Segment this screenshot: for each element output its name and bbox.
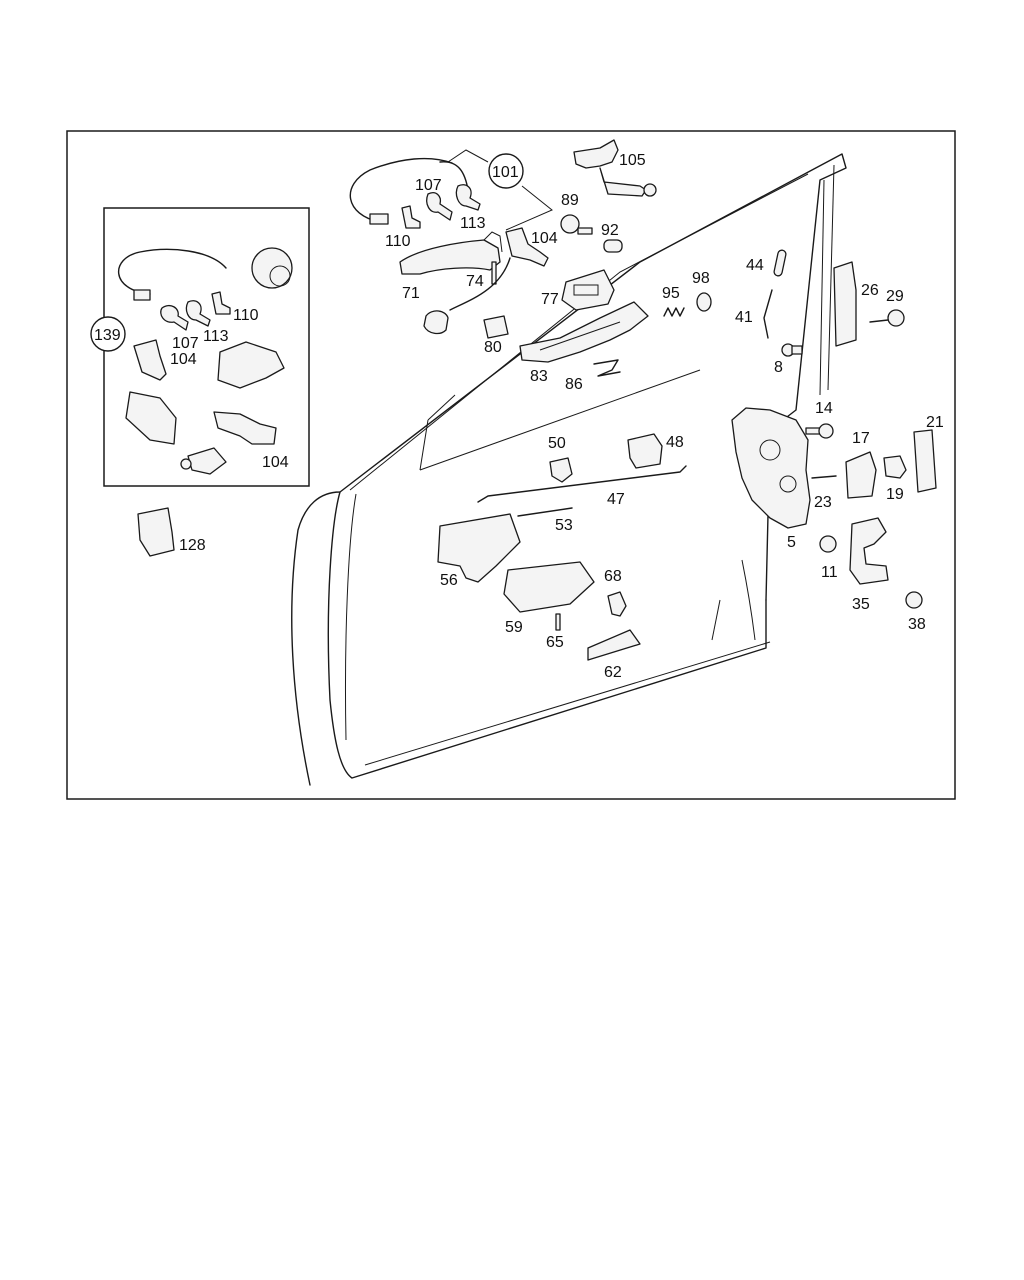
callout-48: 48 xyxy=(666,434,684,451)
callout-11: 11 xyxy=(821,564,838,581)
part-29-screw xyxy=(869,309,905,327)
callout-68: 68 xyxy=(604,568,622,585)
callout-38: 38 xyxy=(908,616,926,633)
callout-65: 65 xyxy=(546,634,564,651)
part-47-rod xyxy=(477,465,687,503)
callout-89: 89 xyxy=(561,192,579,209)
part-62-trim xyxy=(587,629,641,661)
callout-113: 113 xyxy=(460,215,486,232)
callout-101: 101 xyxy=(492,164,519,181)
callout-47: 47 xyxy=(607,491,625,508)
callout-group-101 xyxy=(447,149,553,231)
callout-labels: 101 105 107 113 110 104 71 74 89 92 77 8… xyxy=(94,152,944,681)
callout-104-kit-b: 104 xyxy=(262,454,289,471)
callout-44: 44 xyxy=(746,257,764,274)
callout-53: 53 xyxy=(555,517,573,534)
callout-14: 14 xyxy=(815,400,833,417)
part-59-handle xyxy=(503,561,595,613)
part-38-screw xyxy=(905,591,923,609)
callout-59: 59 xyxy=(505,619,523,636)
callout-26: 26 xyxy=(861,282,879,299)
part-65-pin xyxy=(555,613,561,631)
callout-110: 110 xyxy=(385,233,411,250)
part-21-plate xyxy=(913,429,937,493)
part-89-screw xyxy=(560,214,593,235)
kit-139-parts xyxy=(117,247,293,475)
callout-107: 107 xyxy=(415,177,442,194)
part-95-spring xyxy=(663,307,685,317)
part-5-lock xyxy=(731,407,811,529)
part-44-knob xyxy=(773,249,787,277)
part-92-bushing xyxy=(603,239,623,253)
part-98-grommet xyxy=(696,292,712,312)
callout-77: 77 xyxy=(541,291,559,308)
part-17-striker xyxy=(845,451,907,499)
part-128-plate xyxy=(137,507,175,557)
part-41-rod xyxy=(763,289,773,339)
part-23-screw xyxy=(811,475,837,479)
part-11-screw xyxy=(819,535,837,553)
callout-71: 71 xyxy=(402,285,420,302)
callout-110-kit: 110 xyxy=(233,307,259,324)
callout-50: 50 xyxy=(548,435,566,452)
part-50-clip xyxy=(549,457,573,483)
callout-5: 5 xyxy=(787,534,796,551)
callout-95: 95 xyxy=(662,285,680,302)
callout-circle-139 xyxy=(90,316,126,352)
callout-74: 74 xyxy=(466,273,484,290)
callout-21: 21 xyxy=(926,414,944,431)
callout-56: 56 xyxy=(440,572,458,589)
part-105-bracket xyxy=(573,139,657,197)
callout-8: 8 xyxy=(774,359,783,376)
door-shell xyxy=(291,153,847,786)
part-35-cover xyxy=(849,517,889,585)
callout-128: 128 xyxy=(179,537,206,554)
callout-104: 104 xyxy=(531,230,558,247)
callout-19: 19 xyxy=(886,486,904,503)
part-48-bracket xyxy=(627,433,663,469)
callout-139: 139 xyxy=(94,327,121,344)
part-56-housing xyxy=(437,513,521,583)
callout-107-kit: 107 xyxy=(172,335,199,352)
callout-105: 105 xyxy=(619,152,646,169)
part-86-spring xyxy=(593,359,621,377)
callout-29: 29 xyxy=(886,288,904,305)
part-104-cylinder xyxy=(423,227,549,335)
callout-86: 86 xyxy=(565,376,583,393)
diagram-frame xyxy=(66,130,956,800)
part-26-plate xyxy=(833,261,857,347)
part-53-rod xyxy=(517,507,573,517)
part-71-handle xyxy=(399,231,503,275)
callout-62: 62 xyxy=(604,664,622,681)
callout-83: 83 xyxy=(530,368,548,385)
part-68-clip xyxy=(607,591,627,617)
callout-41: 41 xyxy=(735,309,753,326)
callout-80: 80 xyxy=(484,339,502,356)
key-cable-upper xyxy=(349,157,481,229)
callout-113-kit: 113 xyxy=(203,328,229,345)
callout-23: 23 xyxy=(814,494,832,511)
part-83-lever xyxy=(519,301,649,363)
part-74-pin xyxy=(491,261,497,285)
part-77-housing xyxy=(561,269,615,311)
part-8-clip xyxy=(781,343,803,357)
part-80-clip xyxy=(483,315,509,339)
callout-35: 35 xyxy=(852,596,870,613)
callout-104-kit-a: 104 xyxy=(170,351,197,368)
callout-92: 92 xyxy=(601,222,619,239)
part-14-screw xyxy=(805,423,834,439)
callout-98: 98 xyxy=(692,270,710,287)
callout-17: 17 xyxy=(852,430,870,447)
